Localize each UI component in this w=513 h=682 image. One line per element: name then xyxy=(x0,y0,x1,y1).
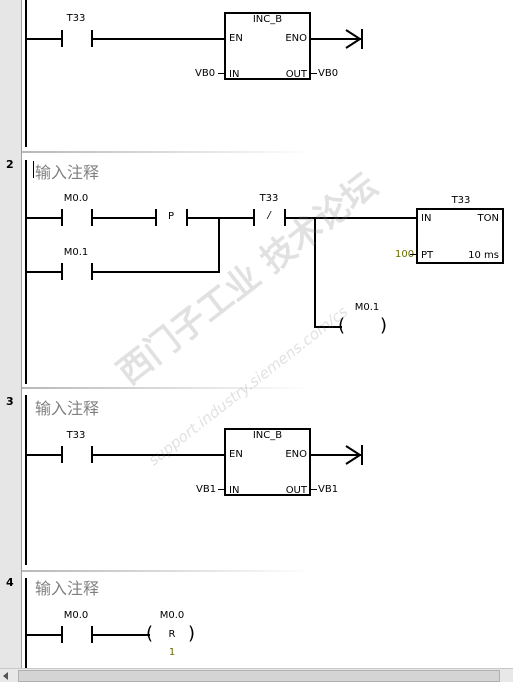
ton-timer-block[interactable]: IN TON PT 10 ms xyxy=(416,208,504,264)
coil-left-paren-icon: ( xyxy=(338,315,346,336)
contact-label: M0.1 xyxy=(63,247,89,258)
nc-symbol: / xyxy=(267,210,271,221)
pin-in: IN xyxy=(229,485,240,496)
pin-pt: PT xyxy=(421,250,434,261)
out-operand[interactable]: VB0 xyxy=(318,68,339,79)
network-separator xyxy=(22,570,312,572)
contact-t33-left xyxy=(61,446,63,463)
contact-m01-right xyxy=(91,263,93,280)
power-rail-4 xyxy=(25,578,27,668)
pin-eno: ENO xyxy=(285,33,307,44)
wire xyxy=(93,38,226,40)
power-rail-2 xyxy=(25,160,27,384)
timer-type: TON xyxy=(477,213,499,224)
wire xyxy=(27,217,62,219)
contact-t33-nc-right xyxy=(284,209,286,226)
wire xyxy=(218,217,220,273)
network-comment[interactable]: 输入注释 xyxy=(35,163,100,182)
network-separator xyxy=(22,387,312,389)
coil-label: M0.1 xyxy=(354,302,380,313)
coil-left-paren-icon: ( xyxy=(146,623,154,644)
reset-symbol: R xyxy=(168,629,176,640)
block-title: INC_B xyxy=(252,430,283,441)
power-rail-3 xyxy=(25,395,27,565)
wire xyxy=(410,254,416,255)
network-comment[interactable]: 输入注释 xyxy=(35,579,100,598)
contact-m00-left xyxy=(61,209,63,226)
contact-m00-left xyxy=(61,626,63,643)
wire xyxy=(311,489,317,490)
contact-t33-left xyxy=(61,30,63,47)
p-contact-symbol: P xyxy=(167,211,175,222)
block-title: INC_B xyxy=(252,14,283,25)
wire xyxy=(27,454,62,456)
network-number: 4 xyxy=(6,576,14,589)
wire xyxy=(93,634,150,636)
wire xyxy=(27,634,62,636)
wire xyxy=(218,489,224,490)
contact-t33-nc-left xyxy=(253,209,255,226)
contact-m00-right xyxy=(91,626,93,643)
contact-t33-right xyxy=(91,30,93,47)
contact-t33-right xyxy=(91,446,93,463)
wire xyxy=(286,217,418,219)
timer-name: T33 xyxy=(451,195,471,206)
in-operand[interactable]: VB1 xyxy=(196,484,217,495)
coil-right-paren-icon: ) xyxy=(380,315,388,336)
horizontal-scrollbar[interactable] xyxy=(0,668,513,682)
contact-m01-left xyxy=(61,263,63,280)
pin-in: IN xyxy=(421,213,432,224)
wire xyxy=(27,271,62,273)
pin-out: OUT xyxy=(285,69,307,80)
wire xyxy=(93,454,226,456)
contact-label: T33 xyxy=(259,193,279,204)
scroll-thumb[interactable] xyxy=(18,670,500,682)
reset-count[interactable]: 1 xyxy=(168,647,176,658)
wire xyxy=(93,217,156,219)
network-separator xyxy=(22,151,312,153)
wire xyxy=(314,217,316,328)
pin-en: EN xyxy=(229,33,243,44)
p-contact-left xyxy=(155,209,157,226)
out-operand[interactable]: VB1 xyxy=(318,484,339,495)
contact-label: T33 xyxy=(66,13,86,24)
wire xyxy=(311,38,361,40)
coil-label: M0.0 xyxy=(159,610,185,621)
network-gutter xyxy=(0,0,22,681)
timer-resolution: 10 ms xyxy=(468,250,499,261)
contact-label: T33 xyxy=(66,430,86,441)
network-comment[interactable]: 输入注释 xyxy=(35,399,100,418)
contact-label: M0.0 xyxy=(63,193,89,204)
wire xyxy=(188,217,254,219)
p-contact-right xyxy=(186,209,188,226)
arrow-output-icon xyxy=(345,445,363,465)
wire xyxy=(311,454,361,456)
contact-m00-right xyxy=(91,209,93,226)
pin-out: OUT xyxy=(285,485,307,496)
pt-operand[interactable]: 100 xyxy=(395,249,415,260)
wire xyxy=(93,271,220,273)
text-caret xyxy=(33,161,34,178)
network-number: 3 xyxy=(6,395,14,408)
inc-b-block[interactable]: INC_B EN ENO IN OUT xyxy=(224,428,311,496)
power-rail-1 xyxy=(25,0,27,147)
arrow-output-icon xyxy=(345,29,363,49)
scroll-left-icon[interactable] xyxy=(3,672,8,680)
pin-en: EN xyxy=(229,449,243,460)
inc-b-block[interactable]: INC_B EN ENO IN OUT xyxy=(224,12,311,80)
pin-eno: ENO xyxy=(285,449,307,460)
watermark: 西门子工业 技术论坛 xyxy=(109,165,386,393)
network-number: 2 xyxy=(6,158,14,171)
wire xyxy=(314,326,342,328)
contact-label: M0.0 xyxy=(63,610,89,621)
coil-right-paren-icon: ) xyxy=(188,623,196,644)
in-operand[interactable]: VB0 xyxy=(195,68,216,79)
wire xyxy=(311,73,317,74)
wire xyxy=(27,38,62,40)
pin-in: IN xyxy=(229,69,240,80)
wire xyxy=(218,73,224,74)
